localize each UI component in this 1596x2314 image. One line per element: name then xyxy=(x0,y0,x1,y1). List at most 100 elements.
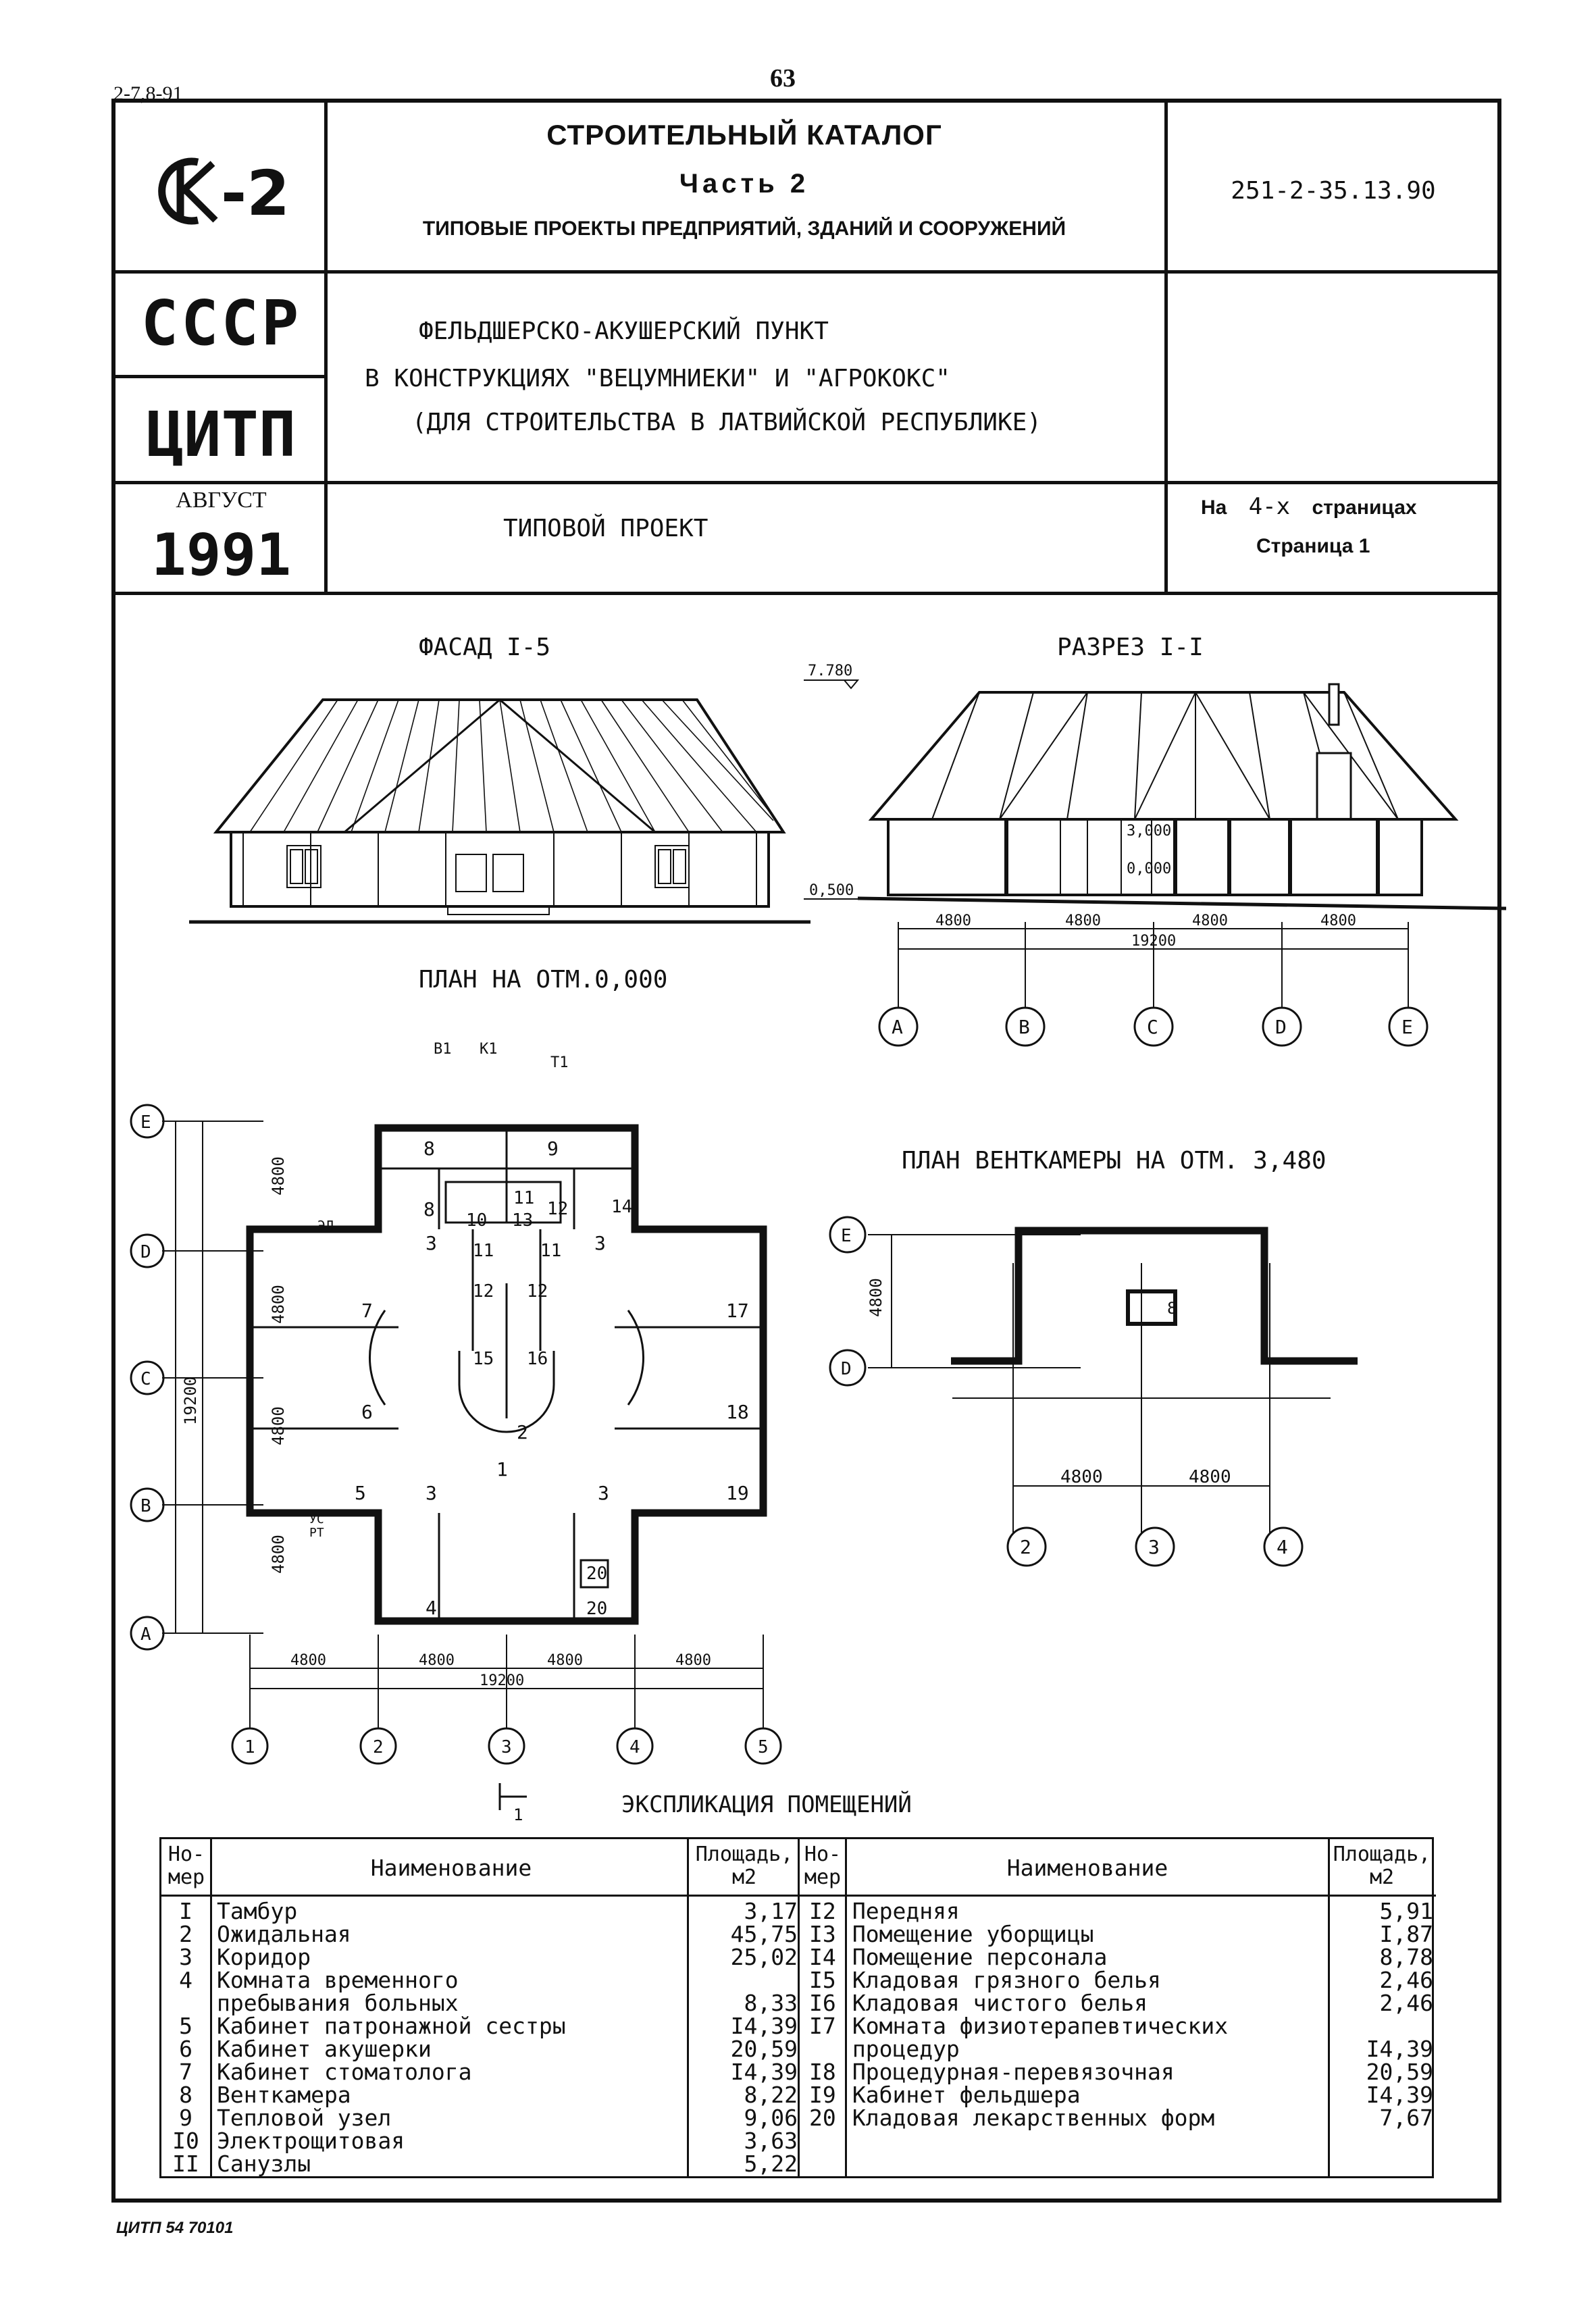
svg-text:8: 8 xyxy=(423,1198,435,1220)
svg-text:-2: -2 xyxy=(221,157,290,230)
svg-text:12: 12 xyxy=(473,1281,494,1302)
svg-text:B: B xyxy=(1019,1016,1030,1038)
svg-text:19200: 19200 xyxy=(181,1377,200,1425)
svg-text:РТ: РТ xyxy=(309,1526,324,1540)
svg-text:16: 16 xyxy=(527,1349,548,1369)
svg-text:ЭЛ: ЭЛ xyxy=(317,1218,334,1234)
svg-text:19200: 19200 xyxy=(1131,933,1176,950)
svg-text:14: 14 xyxy=(611,1197,632,1217)
svg-text:11: 11 xyxy=(473,1241,494,1261)
svg-text:4800: 4800 xyxy=(675,1652,711,1669)
explication-title: ЭКСПЛИКАЦИЯ ПОМЕЩЕНИЙ xyxy=(621,1791,912,1818)
svg-text:4: 4 xyxy=(426,1597,437,1619)
svg-text:4800: 4800 xyxy=(269,1406,288,1445)
year-label: 1991 xyxy=(151,521,292,589)
svg-text:5: 5 xyxy=(355,1482,366,1504)
catalog-part: Часть 2 xyxy=(679,169,810,199)
svg-text:4800: 4800 xyxy=(290,1652,326,1669)
svg-text:20: 20 xyxy=(586,1564,607,1584)
hdr-num-right: Но-мер xyxy=(804,1843,842,1889)
svg-text:10: 10 xyxy=(466,1210,487,1231)
svg-text:15: 15 xyxy=(473,1349,494,1369)
project-type: ТИПОВОЙ ПРОЕКТ xyxy=(503,515,709,542)
svg-text:11: 11 xyxy=(540,1241,561,1261)
vent-plan: E D 8 4800 4800 4800 2 3 4 xyxy=(810,1195,1452,1614)
svg-text:2: 2 xyxy=(1020,1536,1031,1558)
svg-text:2: 2 xyxy=(373,1737,384,1757)
section-axes: A B C D E xyxy=(878,1000,1472,1054)
svg-text:4800: 4800 xyxy=(419,1652,455,1669)
svg-text:3: 3 xyxy=(426,1232,437,1254)
svg-text:4800: 4800 xyxy=(547,1652,583,1669)
section-title: РАЗРЕЗ I-I xyxy=(1057,634,1204,661)
svg-text:2: 2 xyxy=(517,1421,528,1443)
svg-text:A: A xyxy=(140,1624,151,1645)
svg-text:В1: В1 xyxy=(434,1041,452,1058)
svg-text:E: E xyxy=(841,1226,852,1246)
svg-text:11: 11 xyxy=(513,1188,534,1208)
svg-text:4800: 4800 xyxy=(1189,1467,1231,1487)
catalog-subtitle: ТИПОВЫЕ ПРОЕКТЫ ПРЕДПРИЯТИЙ, ЗДАНИЙ И СО… xyxy=(422,217,1066,240)
svg-text:13: 13 xyxy=(512,1210,533,1231)
svg-text:12: 12 xyxy=(547,1199,568,1219)
svg-text:0,500: 0,500 xyxy=(809,882,854,899)
svg-text:5: 5 xyxy=(758,1737,769,1757)
catalog-title: СТРОИТЕЛЬНЫЙ КАТАЛОГ xyxy=(546,119,942,151)
svg-text:9: 9 xyxy=(547,1137,559,1160)
facade-drawing xyxy=(189,669,810,939)
svg-text:C: C xyxy=(1147,1016,1158,1038)
hdr-area-right: Площадь, м2 xyxy=(1333,1843,1431,1889)
svg-text:17: 17 xyxy=(726,1300,749,1322)
svg-text:A: A xyxy=(892,1016,903,1038)
svg-text:4800: 4800 xyxy=(867,1278,885,1317)
svg-text:E: E xyxy=(1401,1016,1413,1038)
svg-text:B: B xyxy=(140,1496,151,1516)
svg-text:1: 1 xyxy=(496,1458,508,1481)
svg-text:4800: 4800 xyxy=(1320,912,1356,929)
svg-text:К1: К1 xyxy=(480,1041,498,1058)
svg-text:3: 3 xyxy=(598,1482,609,1504)
hdr-num-left: Но-мер xyxy=(168,1843,205,1889)
sheet-frame xyxy=(111,99,1501,2203)
svg-text:4800: 4800 xyxy=(269,1535,288,1574)
svg-text:3: 3 xyxy=(426,1482,437,1504)
ck2-logo: -2 xyxy=(145,147,307,235)
svg-text:20: 20 xyxy=(586,1599,607,1619)
svg-text:8: 8 xyxy=(1167,1299,1177,1318)
explication-table: Но-мер Наименование Площадь, м2 Но-мер Н… xyxy=(159,1837,1436,2178)
svg-text:D: D xyxy=(1275,1016,1287,1038)
svg-text:Т1: Т1 xyxy=(550,1054,569,1071)
svg-text:8: 8 xyxy=(423,1137,435,1160)
svg-text:1: 1 xyxy=(244,1737,255,1757)
svg-text:3: 3 xyxy=(501,1737,512,1757)
svg-text:19: 19 xyxy=(726,1482,749,1504)
org-label: ЦИТП xyxy=(146,398,297,471)
facade-title: ФАСАД I-5 xyxy=(419,634,551,661)
svg-text:18: 18 xyxy=(726,1401,749,1423)
country-label: СССР xyxy=(140,287,302,359)
svg-text:3: 3 xyxy=(594,1232,606,1254)
project-code: 251-2-35.13.90 xyxy=(1231,177,1436,205)
svg-text:4: 4 xyxy=(629,1737,640,1757)
svg-text:4800: 4800 xyxy=(1060,1467,1103,1487)
svg-text:3,000: 3,000 xyxy=(1127,823,1171,840)
svg-text:6: 6 xyxy=(361,1401,373,1423)
plan-title: ПЛАН НА ОТМ.0,000 xyxy=(419,966,668,994)
hdr-name-left: Наименование xyxy=(370,1855,532,1881)
svg-text:4: 4 xyxy=(1277,1536,1288,1558)
